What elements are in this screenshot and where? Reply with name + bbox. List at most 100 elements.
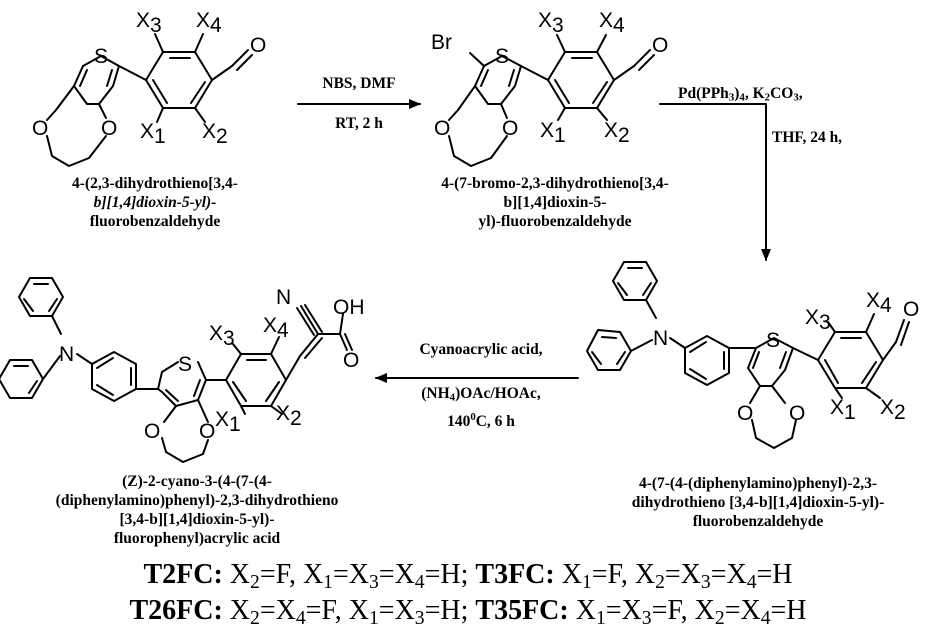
c1-x2-sub: 2 [216,125,228,148]
legend-row-2: T26FC: X2=X4=F, X1=X3=H; T35FC: X1=X3=F,… [0,594,936,628]
svg-text:X1: X1 [540,119,566,147]
c4-o-bot: O [199,420,215,443]
c3-x4: X [866,289,880,312]
step2-condition-line2: THF, 24 h, [772,129,843,146]
svg-text:X3: X3 [136,9,162,37]
c3-name-line: 4-(7-(4-(diphenylamino)phenyl)-2,3- [638,475,878,492]
c1-x1-sub: 1 [154,125,166,148]
c4-s: S [178,353,192,376]
arrow-step2 [659,103,771,261]
legend-row-1: T2FC: X2=F, X1=X3=X4=H; T3FC: X1=F, X2=X… [0,558,936,592]
c4-n-cyano: N [276,286,291,309]
c1-name-line: 4-(2,3-dihydrothieno[3,4- [72,175,238,192]
structure-c2 [448,34,655,167]
c3-o-top: O [737,402,753,425]
c1-x1: X [140,120,154,143]
c2-x2-sub: 2 [618,124,630,147]
legend-t3fc-def: X1=F, X2=X3=X4=H [554,559,793,593]
c4-o-top: O [144,420,160,443]
c3-x2-sub: 2 [894,401,906,424]
c3-x1-sub: 1 [844,401,856,424]
c3-s: S [766,329,780,352]
c1-x3: X [136,9,150,32]
c2-o-bot: O [502,117,518,140]
c4-x4-sub: 4 [277,319,289,342]
legend-t35fc-name: T35FC: [475,595,569,626]
structure-c4 [0,277,353,463]
atom-labels-c3: N S O O O X3 X4 X1 X2 [653,289,919,425]
svg-text:X4: X4 [599,9,625,37]
structure-c3 [586,261,910,449]
c2-x1: X [540,119,554,142]
c2-x3-sub: 3 [552,14,564,37]
c2-name: 4-(7-bromo-2,3-dihydrothieno[3,4- b][1,4… [410,174,700,231]
c4-x3-sub: 3 [223,327,235,350]
c2-s: S [495,45,509,68]
c3-x3: X [805,306,819,329]
c4-oh: OH [333,296,365,319]
step1-condition-below: RT, 2 h [335,115,383,132]
c2-name-line: yl)-fluorobenzaldehyde [478,213,632,230]
c4-o-acid: O [343,349,359,372]
c2-name-line: b][1,4]dioxin-5- [503,194,607,211]
c2-name-line: 4-(7-bromo-2,3-dihydrothieno[3,4- [441,175,669,192]
c3-x2: X [880,396,894,419]
c1-name-line: b][1,4]dioxin-5-yl)- [93,194,217,211]
c1-o-ald: O [250,34,266,57]
c4-x3: X [209,322,223,345]
c4-name-line: fluorophenyl)acrylic acid [113,530,281,547]
step1-condition-above: NBS, DMF [322,75,396,92]
c2-x1-sub: 1 [554,124,566,147]
c1-name-line: fluorobenzaldehyde [89,213,221,230]
legend-t26fc-name: T26FC: [129,595,223,626]
svg-text:X1: X1 [830,396,856,424]
c2-br: Br [431,31,452,54]
svg-text:X2: X2 [604,119,630,147]
atom-labels-c1: S O O O X3 X4 X1 X2 [32,9,266,148]
step3-condition-line2: (NH4)OAc/HOAc, [421,385,541,404]
structure-c1 [46,33,253,167]
legend-t2fc-name: T2FC: [143,559,223,590]
c3-name-line: fluorobenzaldehyde [692,513,824,530]
legend-t35fc-def: X1=X3=F, X2=X4=H [568,595,807,629]
c4-name-line: [3,4-b][1,4]dioxin-5-yl)- [119,511,275,528]
c1-x3-sub: 3 [150,14,162,37]
atom-labels-c2: Br S O O O X3 X4 X1 X2 [431,9,668,147]
svg-text:X3: X3 [538,9,564,37]
c1-o-top: O [32,117,48,140]
c4-n: N [59,343,74,366]
c3-x1: X [830,396,844,419]
c4-x2: X [276,402,290,425]
c1-o-bot: O [101,117,117,140]
svg-text:X2: X2 [202,120,228,148]
c2-x4: X [599,9,613,32]
c4-x4: X [263,314,277,337]
legend-t3fc-name: T3FC: [475,559,555,590]
c3-name: 4-(7-(4-(diphenylamino)phenyl)-2,3- dihy… [588,474,928,531]
c4-x1-sub: 1 [229,413,241,436]
atom-labels-c4: N S O O N OH O X3 X4 X1 X2 [59,286,365,443]
c2-x2: X [604,119,618,142]
c2-x3: X [538,9,552,32]
step2-condition-line1: Pd(PPh3)4, K2CO3, [678,85,803,104]
c2-x4-sub: 4 [613,14,625,37]
c3-name-line: dihydrothieno [3,4-b][1,4]dioxin-5-yl)- [631,494,885,511]
c1-s: S [94,45,108,68]
c4-name-line: (Z)-2-cyano-3-(4-(7-(4- [122,473,272,490]
c4-x1: X [215,408,229,431]
svg-text:X3: X3 [209,322,235,350]
c3-o-ald: O [903,298,919,321]
svg-text:X2: X2 [276,402,302,430]
c4-x2-sub: 2 [290,407,302,430]
step3-condition-line3: 1400C, 6 h [447,411,515,430]
svg-text:X3: X3 [805,306,831,334]
c1-x4-sub: 4 [210,14,222,37]
legend-t2fc-def: X2=F, X1=X3=X4=H; [222,559,476,593]
step3-condition-line1: Cyanoacrylic acid, [419,341,543,358]
c3-x3-sub: 3 [819,311,831,334]
c3-o-bot: O [789,402,805,425]
c3-x4-sub: 4 [880,294,892,317]
svg-text:X4: X4 [263,314,289,342]
c1-x2: X [202,120,216,143]
